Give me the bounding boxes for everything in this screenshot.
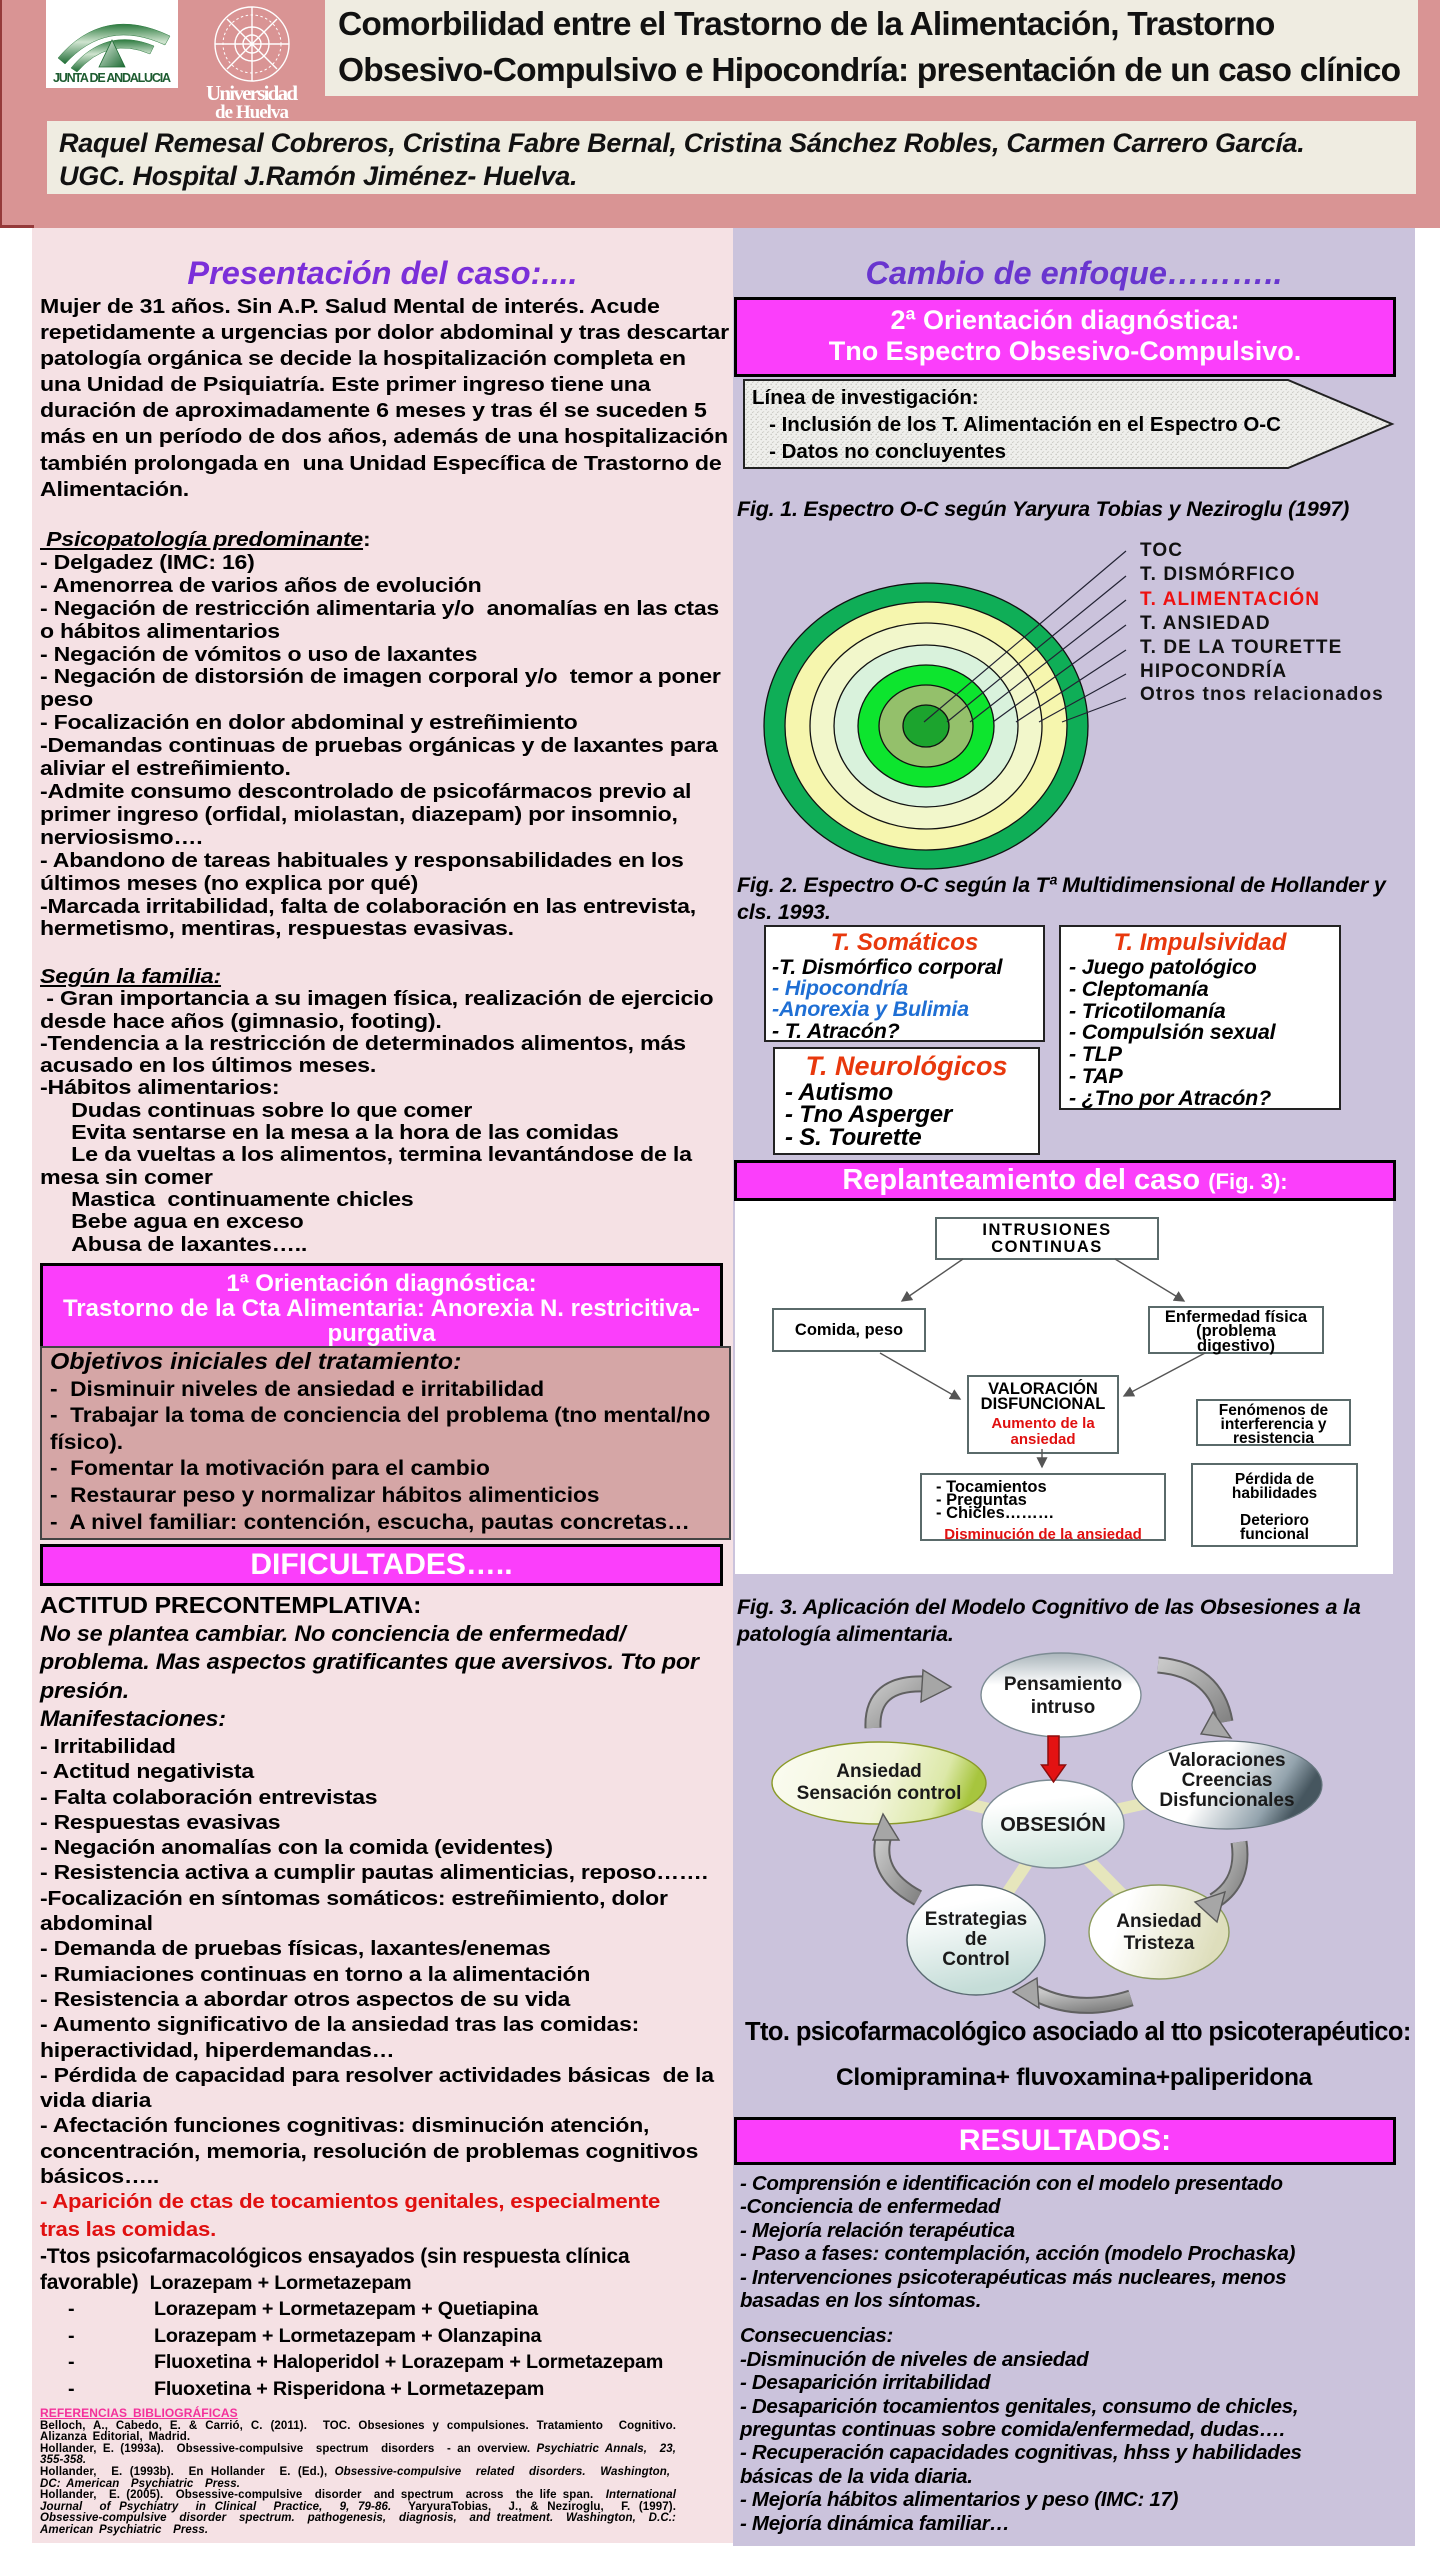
svg-text:Creencias: Creencias xyxy=(1182,1770,1273,1791)
svg-text:Pensamiento: Pensamiento xyxy=(1004,1674,1122,1695)
svg-text:Valoraciones: Valoraciones xyxy=(1168,1750,1285,1771)
svg-text:Ansiedad: Ansiedad xyxy=(1116,1911,1202,1932)
svg-text:de: de xyxy=(965,1929,987,1950)
svg-text:Sensación control: Sensación control xyxy=(797,1783,962,1804)
svg-text:Control: Control xyxy=(942,1949,1010,1970)
svg-text:de Huelva: de Huelva xyxy=(215,102,290,122)
svg-text:Ansiedad: Ansiedad xyxy=(836,1761,922,1782)
svg-text:Tristeza: Tristeza xyxy=(1124,1933,1195,1954)
svg-text:JUNTA DE ANDALUCIA: JUNTA DE ANDALUCIA xyxy=(53,71,171,85)
svg-text:Disfuncionales: Disfuncionales xyxy=(1159,1790,1294,1811)
svg-text:OBSESIÓN: OBSESIÓN xyxy=(1000,1812,1106,1836)
svg-text:intruso: intruso xyxy=(1031,1697,1095,1718)
svg-text:Estrategias: Estrategias xyxy=(925,1909,1027,1930)
svg-text:Universidad: Universidad xyxy=(206,81,298,105)
